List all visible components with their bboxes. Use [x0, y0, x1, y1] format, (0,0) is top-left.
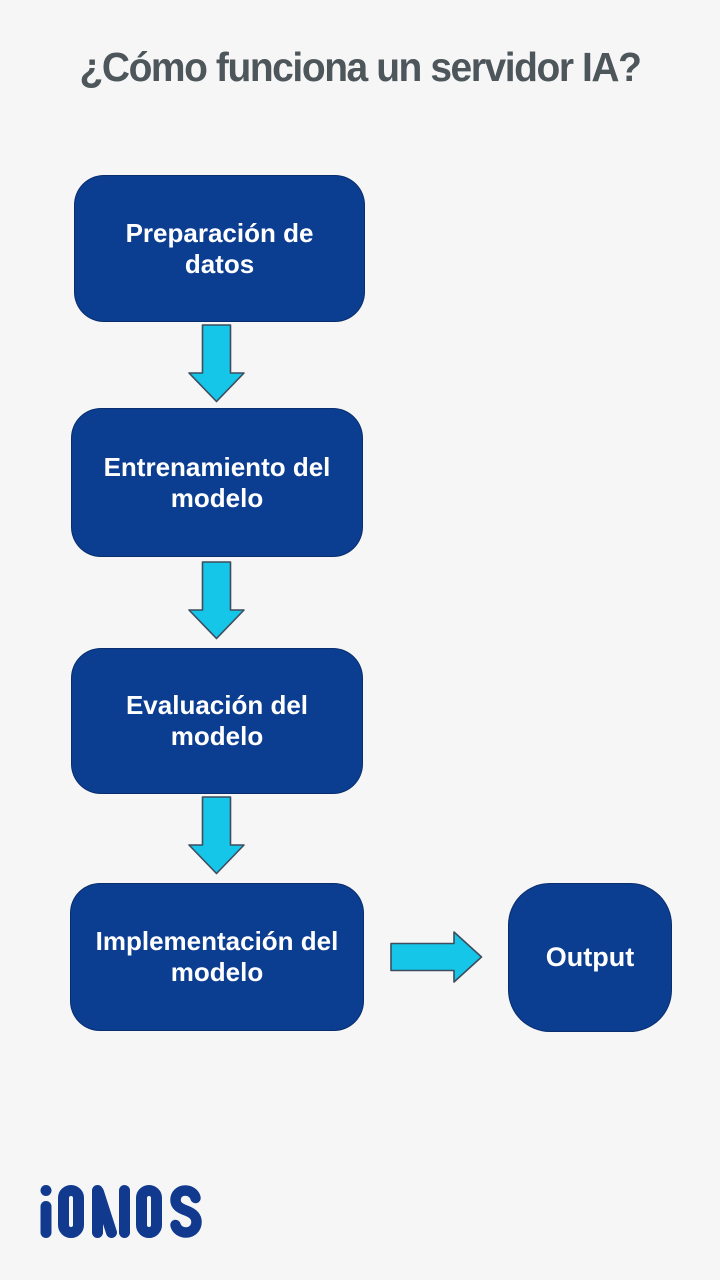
ionos-logo — [40, 1185, 208, 1238]
down-arrow-icon — [188, 796, 245, 875]
logo-letter-o — [58, 1185, 84, 1238]
down-arrow-icon — [188, 561, 245, 640]
output-box: Output — [508, 883, 672, 1032]
page-title: ¿Cómo funciona un servidor IA? — [79, 44, 641, 90]
flow-step-label: Entrenamiento del modelo — [103, 451, 331, 513]
down-arrow-icon — [188, 324, 245, 403]
flow-step-label: Evaluación del modelo — [125, 690, 309, 751]
logo-letter-o2 — [136, 1185, 162, 1238]
flow-step-box-entrenamiento: Entrenamiento del modelo — [71, 408, 363, 557]
logo-letter-s — [170, 1185, 202, 1238]
flow-step-label: Preparación de datos — [125, 217, 314, 279]
flow-step-box-evaluacion: Evaluación del modelo — [71, 648, 363, 794]
logo-letter-i — [40, 1185, 52, 1196]
right-arrow-icon — [390, 931, 483, 983]
flow-step-label: Implementación del modelo — [95, 926, 339, 987]
flow-step-box-implementacion: Implementación del modelo — [70, 883, 364, 1031]
output-label: Output — [545, 941, 635, 972]
flow-step-box-preparacion: Preparación de datos — [74, 175, 365, 322]
